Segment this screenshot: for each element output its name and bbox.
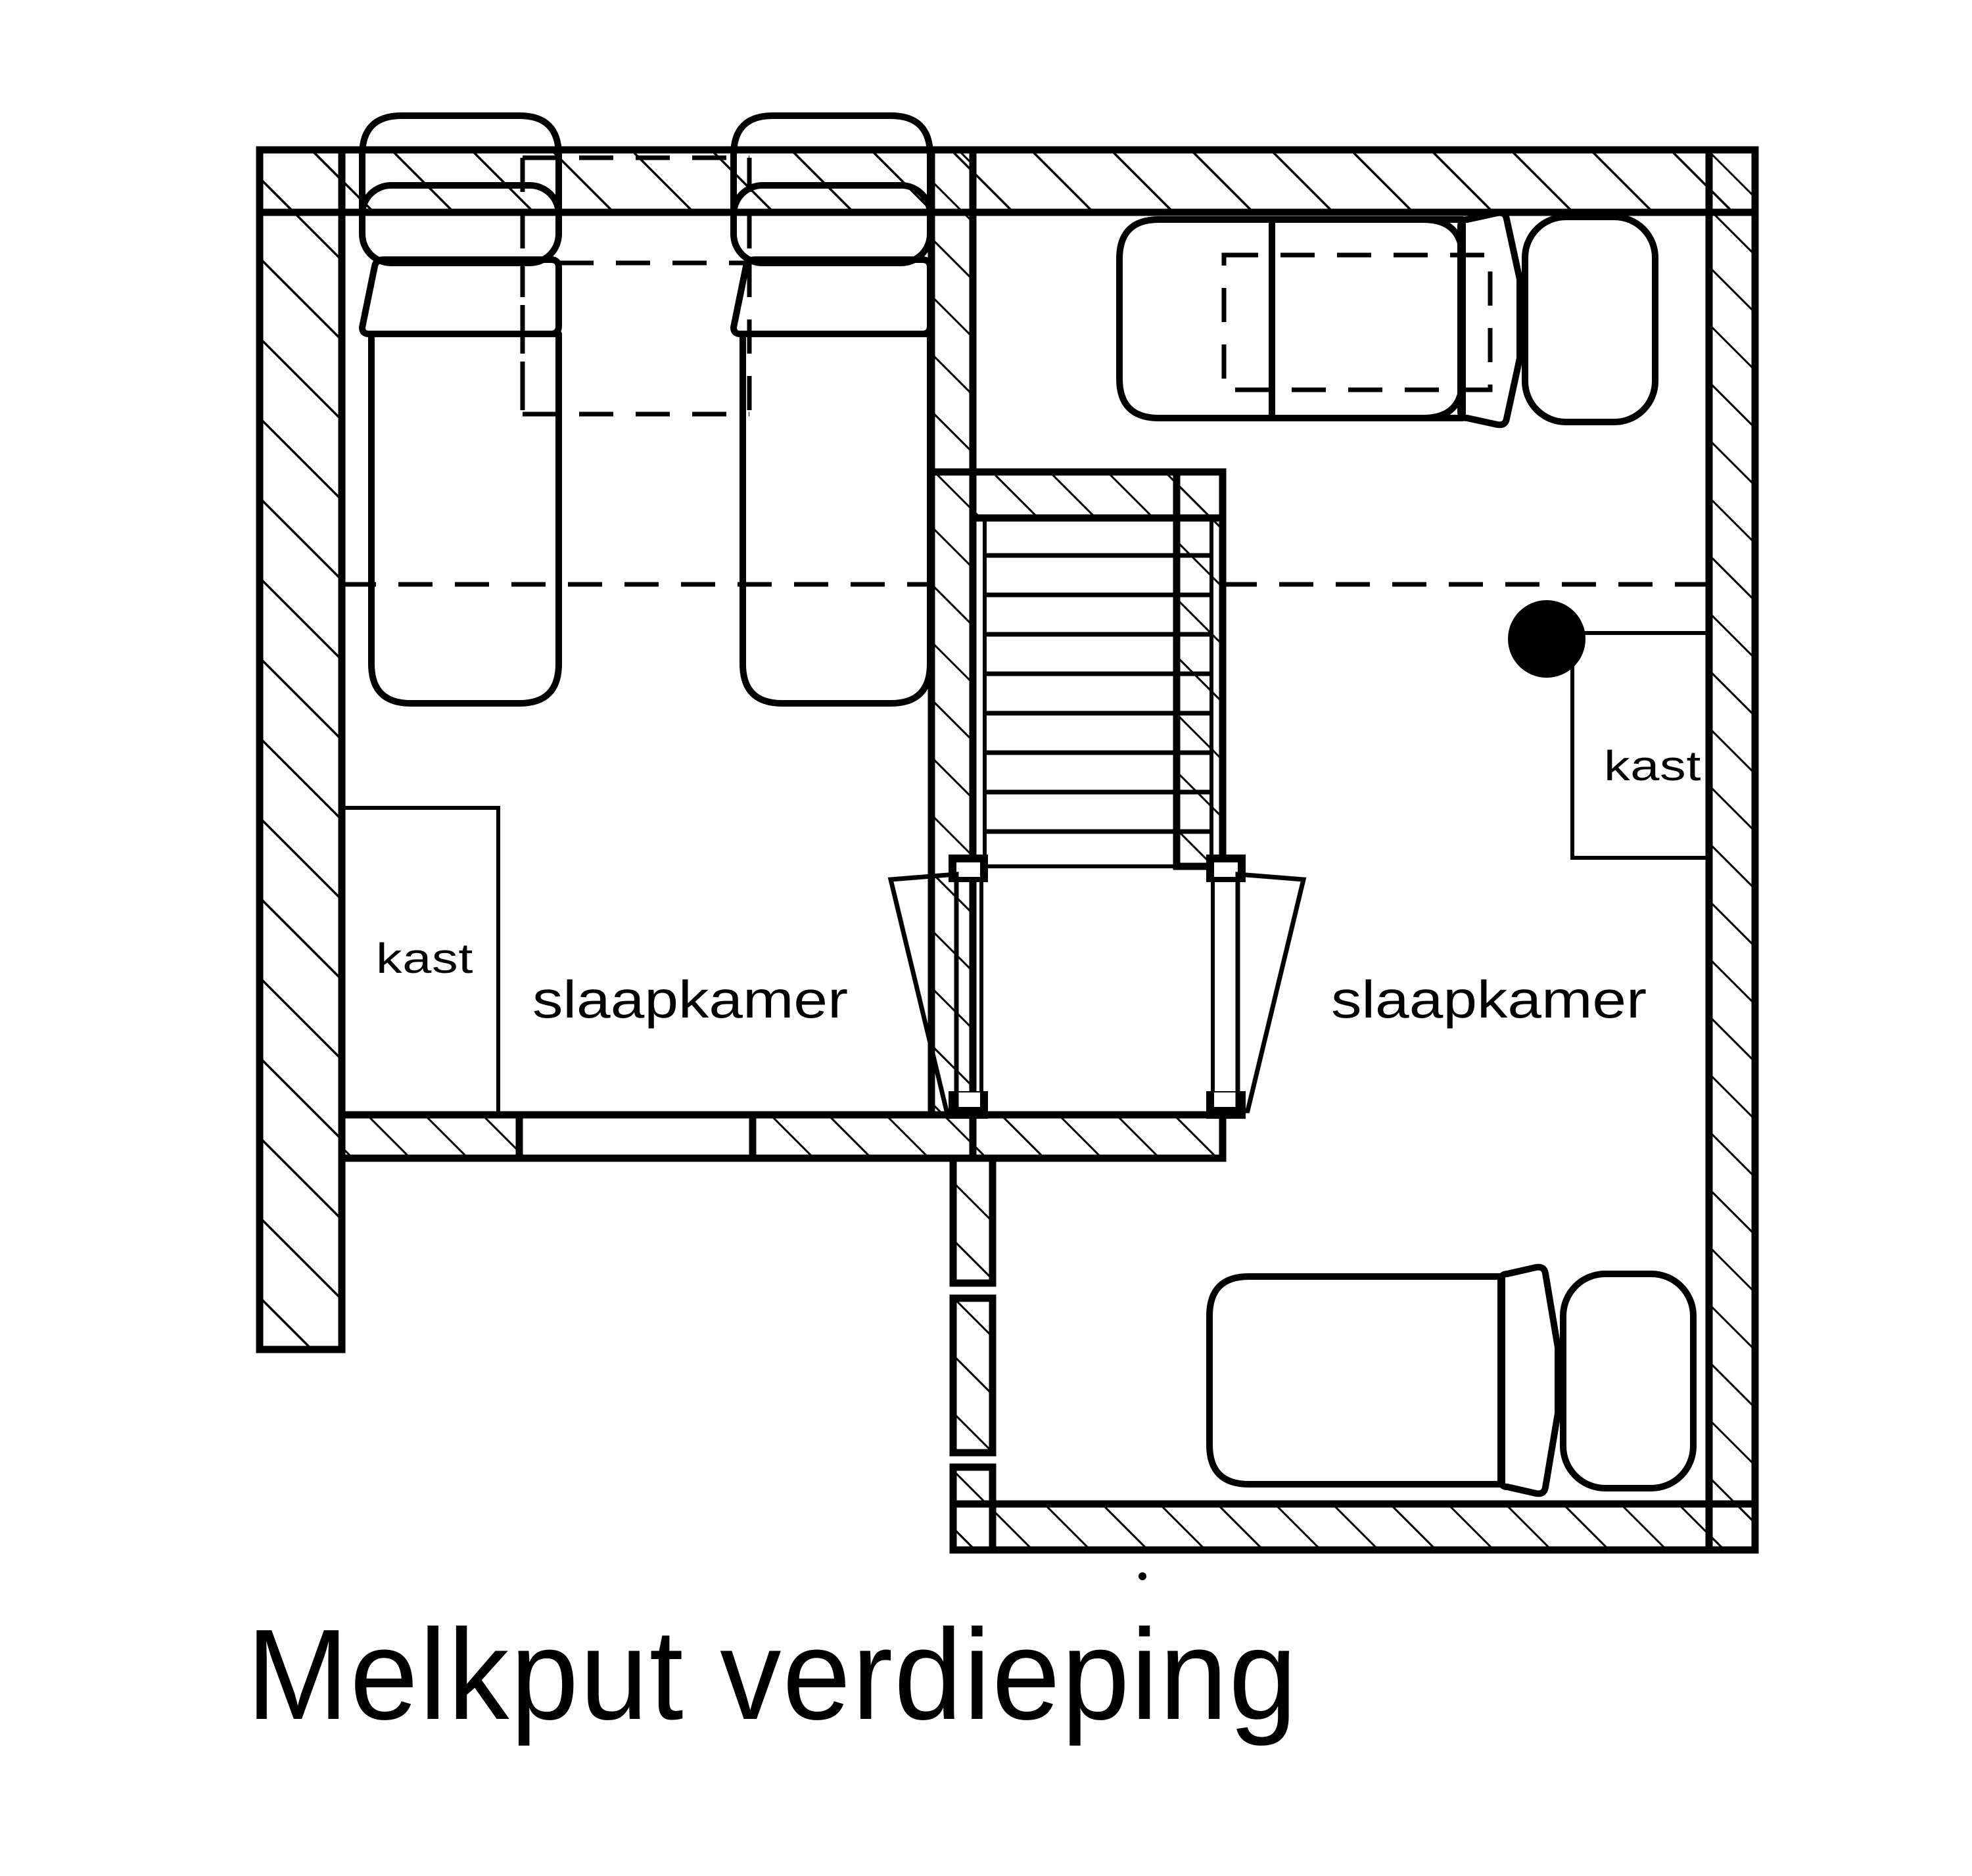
label-closet-left: kast — [376, 935, 473, 982]
closet-left — [342, 806, 500, 1115]
closet-right — [1570, 631, 1709, 860]
reference-dot-icon — [1139, 1572, 1146, 1580]
wall-central-divider-upper — [927, 146, 977, 476]
bed-right-bottom — [1206, 1263, 1697, 1497]
roof-slope-dashed-right-top — [1221, 252, 1493, 392]
wall-lower-extension-bottom — [949, 1500, 1759, 1554]
label-room-left: slaapkamer — [532, 970, 848, 1029]
wall-left-exterior — [256, 146, 346, 1353]
wall-bedroom-left-bottom-opening — [515, 1111, 757, 1162]
plan-labels: kast slaapkamer kast slaapkamer — [376, 742, 1701, 1029]
wall-stairwell-right — [1173, 468, 1227, 870]
bed-left-1 — [359, 112, 562, 707]
wall-assembly — [256, 146, 1759, 1554]
wall-top-exterior-right — [969, 146, 1759, 216]
wall-top-exterior-left — [256, 146, 977, 216]
wall-central-divider-lower — [927, 468, 977, 1119]
door-right[interactable] — [1235, 872, 1307, 1114]
page-title: Melkput verdieping — [246, 1603, 1298, 1747]
staircase — [983, 516, 1213, 868]
label-room-right: slaapkamer — [1331, 970, 1647, 1029]
column-marker-icon — [1508, 600, 1585, 678]
bed-left-2 — [730, 112, 933, 707]
wall-right-exterior — [1705, 146, 1759, 1554]
label-closet-right: kast — [1604, 742, 1701, 789]
wall-landing-bottom — [969, 1111, 1227, 1162]
wall-bedroom-left-bottom-a — [338, 1111, 523, 1162]
bed-right-top — [1116, 209, 1658, 429]
wall-lower-extension-left — [949, 1154, 997, 1554]
door-left[interactable] — [887, 872, 959, 1114]
roof-slope-dashed-left — [520, 155, 752, 417]
wall-bedroom-left-bottom-b — [749, 1111, 977, 1162]
